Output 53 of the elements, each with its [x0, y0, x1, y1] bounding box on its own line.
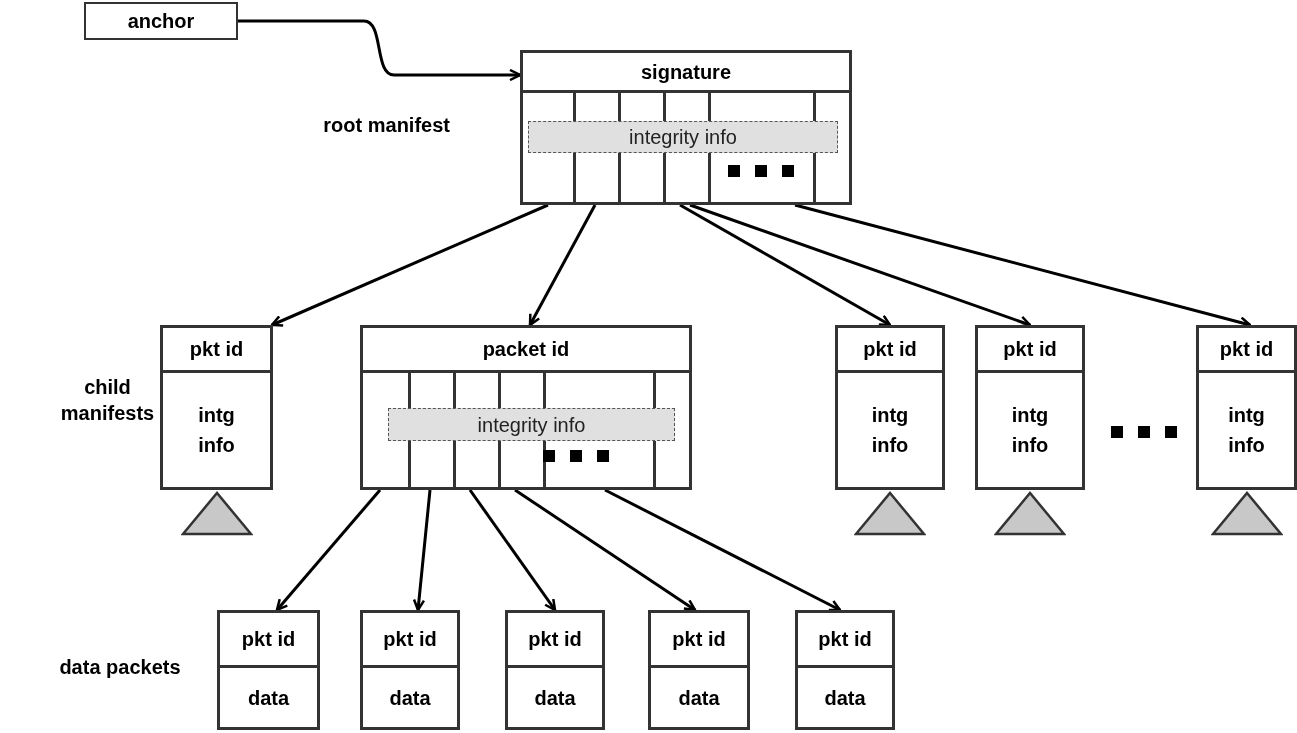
subtree-triangle: [994, 491, 1066, 536]
header-label: pkt id: [383, 627, 437, 652]
body-label: data: [533, 685, 577, 711]
arrow: [238, 19, 522, 82]
arrow: [514, 488, 697, 612]
data-packet-box: [505, 610, 605, 730]
subtree-triangle: [1211, 491, 1283, 536]
subtree-triangle: [181, 491, 253, 536]
body-label: intg info: [1227, 403, 1266, 458]
header-label: pkt id: [863, 337, 917, 362]
manifest-box: [360, 325, 692, 490]
subtree-triangle: [854, 491, 926, 536]
child-manifest-box: [835, 325, 945, 490]
header-label: pkt id: [528, 627, 582, 652]
arrow: [468, 489, 557, 612]
data-packet-box: [360, 610, 460, 730]
child-manifest-box: [160, 325, 273, 490]
arrow: [270, 203, 549, 327]
body-label: data: [388, 685, 432, 711]
header-label: pkt id: [1219, 337, 1274, 362]
data-packet-box: [795, 610, 895, 730]
body-label: intg info: [870, 403, 910, 458]
anchor-box: [84, 2, 238, 40]
manifest-box: [520, 50, 852, 205]
header-label: pkt id: [241, 627, 296, 652]
field-label: integrity info: [629, 125, 737, 150]
header-label: pkt id: [189, 337, 244, 362]
row-label: root manifest: [323, 114, 450, 136]
body-label: data: [677, 685, 721, 711]
integrity-info-field: [528, 121, 838, 153]
row-label: child manifests: [60, 376, 155, 424]
integrity-info-field: [388, 408, 675, 441]
arrow: [528, 204, 597, 327]
arrow: [604, 488, 842, 612]
data-packet-box: [217, 610, 320, 730]
row-label: data packets: [59, 656, 181, 678]
data-packet-box: [648, 610, 750, 730]
header-label: pkt id: [818, 627, 872, 652]
header-label: packet id: [482, 337, 570, 362]
body-label: intg info: [1010, 403, 1050, 458]
header-label: pkt id: [672, 627, 726, 652]
body-label: data: [823, 685, 867, 711]
header-label: signature: [641, 59, 731, 85]
header-label: pkt id: [1003, 337, 1057, 362]
child-manifest-box: [1196, 325, 1297, 490]
arrow: [412, 489, 432, 612]
body-label: intg info: [197, 403, 236, 458]
child-manifest-box: [975, 325, 1085, 490]
body-label: data: [246, 685, 291, 711]
arrow: [275, 489, 382, 612]
box-label: anchor: [127, 9, 195, 34]
arrow: [679, 203, 892, 327]
field-label: integrity info: [477, 412, 586, 438]
